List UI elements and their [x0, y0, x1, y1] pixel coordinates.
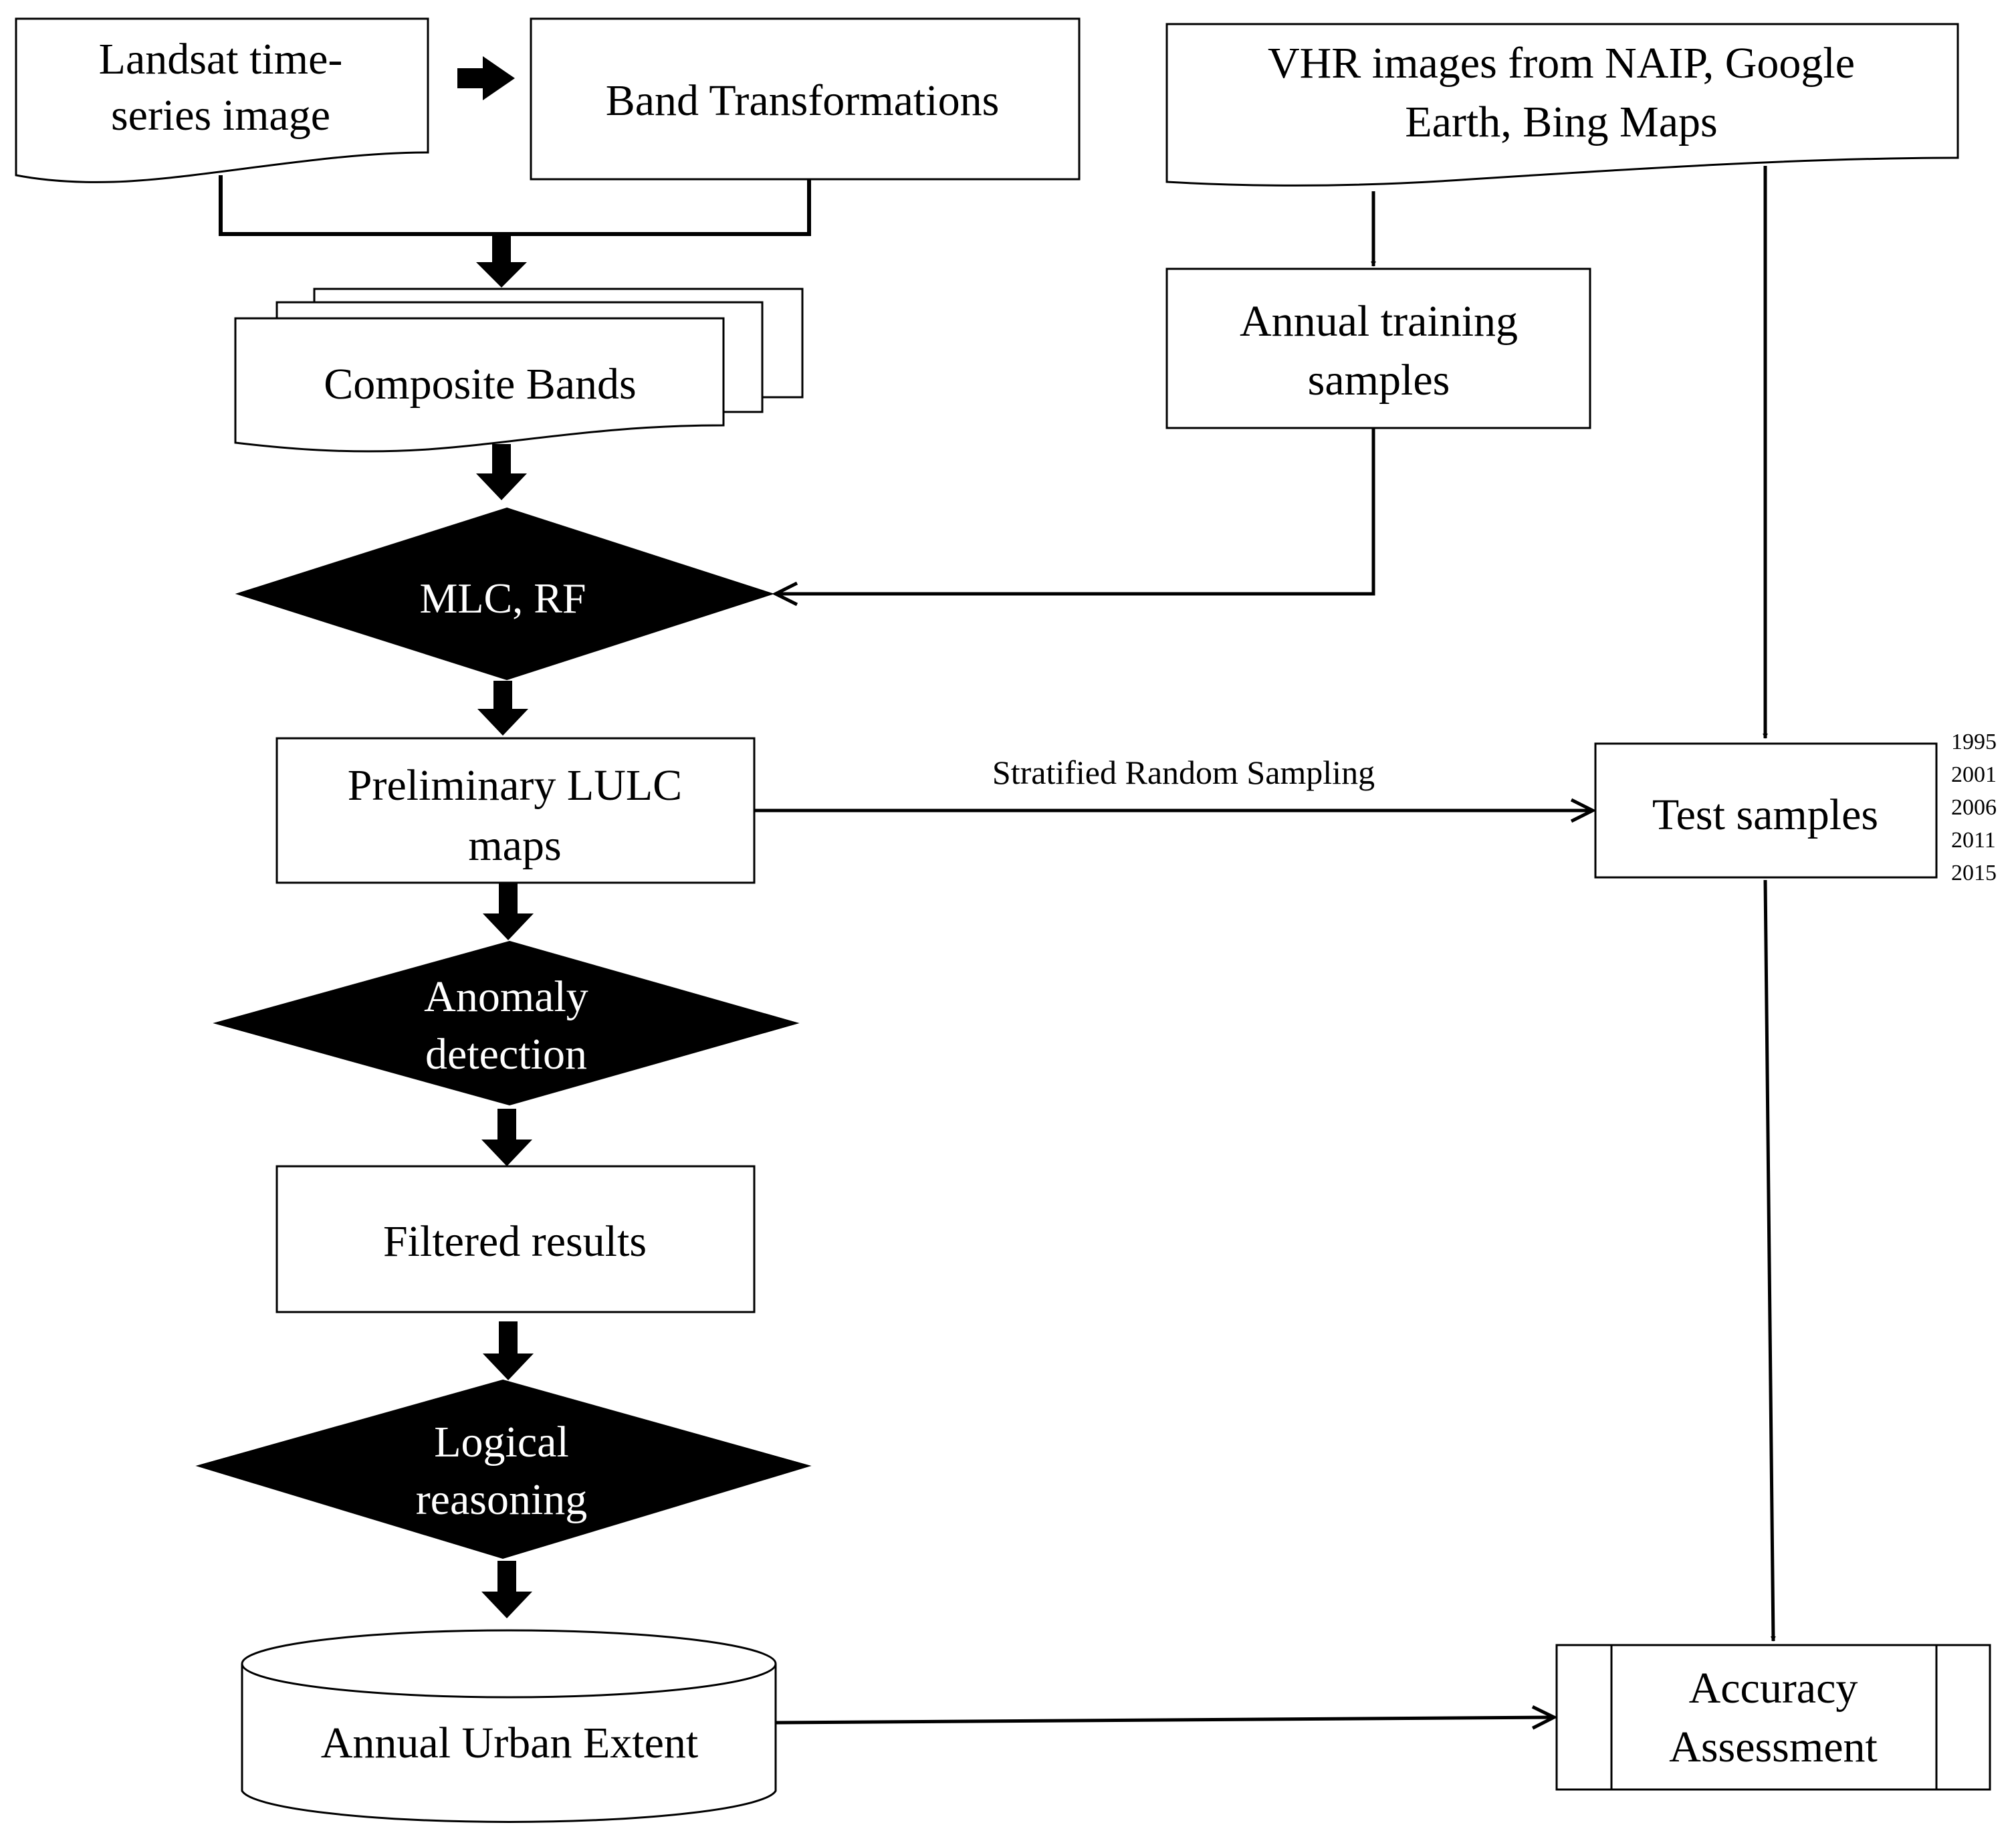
arrow-urban-to-accuracy — [775, 1717, 1554, 1723]
composite-bands-label-line-1: Composite Bands — [324, 360, 637, 409]
accuracy-assessment-label-line-2: Assessment — [1669, 1723, 1878, 1771]
accuracy-assessment-box — [1555, 1644, 1991, 1791]
annual-urban-extent-cylinder-top — [241, 1629, 777, 1699]
test-samples-box — [1594, 742, 1938, 879]
block-arrow-right — [457, 56, 515, 100]
test-samples-label-line-1: Test samples — [1652, 790, 1878, 839]
accuracy-assessment-label-line-1: Accuracy — [1689, 1664, 1858, 1713]
block-arrow-down-4 — [483, 883, 534, 940]
vhr-images-document-shape — [1165, 23, 1959, 187]
anomaly-detection-label-line-2: detection — [425, 1030, 587, 1079]
preliminary-lulc-box — [275, 737, 756, 884]
logical-reasoning-diamond — [195, 1379, 812, 1559]
composite-bands-document-shape — [234, 317, 725, 453]
test-year-2015: 2015 — [1951, 861, 1997, 885]
annual-urban-extent-cylinder-body — [241, 1664, 777, 1823]
block-arrow-down-1 — [476, 234, 527, 288]
arrow-training-to-mlc — [776, 428, 1375, 594]
test-year-1995: 1995 — [1951, 730, 1997, 754]
annual-urban-extent-label-line-1: Annual Urban Extent — [321, 1719, 699, 1767]
preliminary-lulc-label-line-2: maps — [468, 821, 561, 870]
block-arrow-down-6 — [483, 1321, 534, 1380]
block-arrow-down-5 — [481, 1109, 532, 1166]
test-year-2001: 2001 — [1951, 762, 1997, 787]
vhr-images-label-line-2: Earth, Bing Maps — [1405, 98, 1717, 146]
band-transformations-box — [530, 17, 1081, 181]
merge-bracket — [219, 175, 811, 236]
logical-reasoning-label-line-2: reasoning — [416, 1475, 588, 1524]
annual-training-label-line-2: samples — [1308, 356, 1450, 405]
mlc-rf-label-line-1: MLC, RF — [420, 574, 586, 622]
anomaly-detection-diamond — [213, 940, 800, 1106]
vhr-images-label-line-1: VHR images from NAIP, Google — [1268, 39, 1855, 88]
label-layer: Landsat time-series image Band Transforma… — [99, 35, 1997, 1771]
block-arrow-down-7 — [481, 1561, 532, 1618]
anomaly-detection-label-line-1: Anomaly — [424, 972, 588, 1021]
landsat-label-line-1: Landsat time- — [99, 35, 343, 84]
mlc-rf-diamond — [235, 507, 775, 681]
stratified-random-sampling-label: Stratified Random Sampling — [992, 754, 1375, 791]
landsat-document-shape — [15, 17, 429, 183]
filtered-results-box — [275, 1165, 756, 1313]
test-year-2011: 2011 — [1951, 828, 1996, 853]
annual-training-label-line-1: Annual training — [1240, 297, 1518, 346]
arrow-test-to-accuracy — [1763, 879, 1776, 1642]
preliminary-lulc-label-line-1: Preliminary LULC — [348, 761, 682, 810]
block-arrow-down-2 — [476, 444, 527, 500]
band-transformations-label-line-1: Band Transformations — [606, 76, 1000, 125]
annual-training-box — [1165, 267, 1591, 429]
landsat-label-line-2: series image — [111, 91, 330, 140]
filtered-results-label-line-1: Filtered results — [383, 1217, 647, 1266]
block-arrow-down-3 — [477, 681, 528, 736]
test-year-2006: 2006 — [1951, 795, 1997, 820]
logical-reasoning-label-line-1: Logical — [434, 1418, 569, 1467]
